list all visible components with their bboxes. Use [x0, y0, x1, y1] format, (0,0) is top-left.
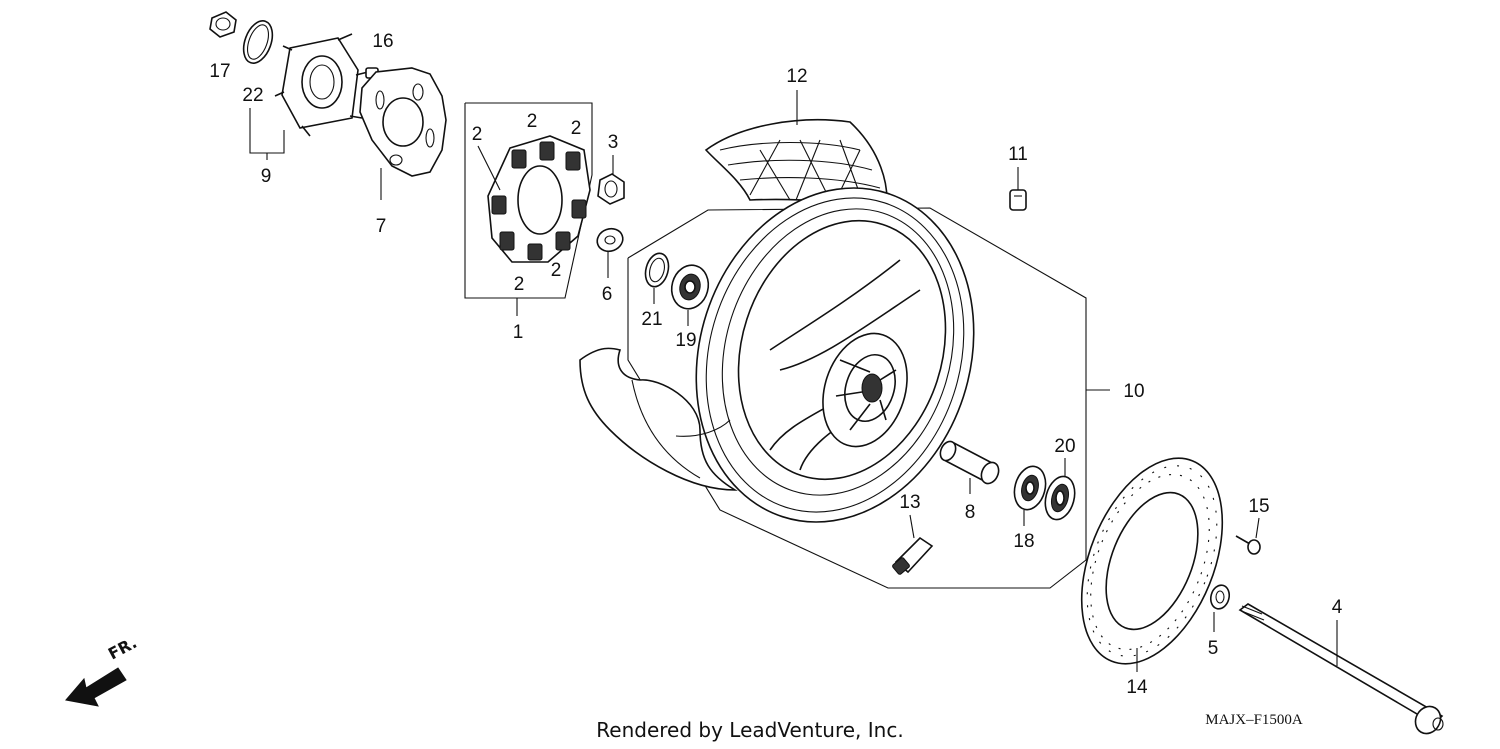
- callout-2c[interactable]: 2: [571, 118, 582, 139]
- part-17-flange-nut[interactable]: [209, 11, 237, 38]
- callout-16[interactable]: 16: [372, 31, 393, 52]
- callout-4[interactable]: 4: [1332, 597, 1343, 618]
- callout-19[interactable]: 19: [675, 330, 696, 351]
- callout-8[interactable]: 8: [965, 502, 976, 523]
- part-4-axle[interactable]: [1238, 603, 1445, 738]
- part-3-collar[interactable]: [597, 173, 625, 205]
- callout-9[interactable]: 9: [261, 166, 272, 187]
- callout-11[interactable]: 11: [1008, 144, 1028, 165]
- front-direction-arrow-icon: [65, 667, 127, 707]
- callout-21[interactable]: 21: [641, 309, 662, 330]
- part-6-washer[interactable]: [594, 225, 626, 255]
- callout-2e[interactable]: 2: [514, 274, 525, 295]
- part-19-bearing[interactable]: [667, 261, 713, 313]
- part-8-distance-collar[interactable]: [937, 439, 1001, 486]
- final-driven-flange[interactable]: [274, 33, 369, 137]
- part-7-plate[interactable]: [359, 67, 447, 177]
- part-22-o-ring[interactable]: [238, 17, 277, 67]
- callout-7[interactable]: 7: [376, 216, 387, 237]
- diagram-code: MAJX–F1500A: [1205, 712, 1303, 728]
- part-2-damper-rubbers[interactable]: [487, 135, 591, 263]
- callout-18[interactable]: 18: [1013, 531, 1034, 552]
- footer-credit: Rendered by LeadVenture, Inc.: [596, 718, 903, 742]
- callout-13[interactable]: 13: [899, 492, 920, 513]
- part-20-dust-seal[interactable]: [1041, 473, 1079, 523]
- callout-2d[interactable]: 2: [551, 260, 562, 281]
- part-14-brake-disc[interactable]: [1054, 438, 1250, 685]
- callout-10[interactable]: 10: [1123, 381, 1144, 402]
- callout-17[interactable]: 17: [209, 61, 230, 82]
- callout-20[interactable]: 20: [1054, 436, 1075, 457]
- callout-1[interactable]: 1: [513, 322, 524, 343]
- callout-2b[interactable]: 2: [527, 111, 538, 132]
- part-15-disc-bolt[interactable]: [1235, 535, 1261, 555]
- part-10-wheel[interactable]: [654, 152, 1016, 559]
- part-13-valve-stem[interactable]: [892, 536, 934, 575]
- callout-14[interactable]: 14: [1126, 677, 1148, 698]
- callout-2a[interactable]: 2: [472, 124, 483, 145]
- bracket-9: [249, 108, 285, 154]
- direction-label: FR.: [105, 633, 140, 664]
- callout-3[interactable]: 3: [608, 132, 619, 153]
- callout-5[interactable]: 5: [1208, 638, 1219, 659]
- callout-12[interactable]: 12: [786, 66, 807, 87]
- callout-6[interactable]: 6: [602, 284, 613, 305]
- part-5-side-collar[interactable]: [1208, 583, 1232, 611]
- part-21-circlip[interactable]: [642, 251, 672, 290]
- callout-22[interactable]: 22: [242, 85, 263, 106]
- part-18-bearing[interactable]: [1010, 463, 1050, 513]
- callout-15[interactable]: 15: [1248, 496, 1269, 517]
- tire-front-section[interactable]: [579, 347, 738, 491]
- part-11-valve-cap[interactable]: [1009, 189, 1027, 211]
